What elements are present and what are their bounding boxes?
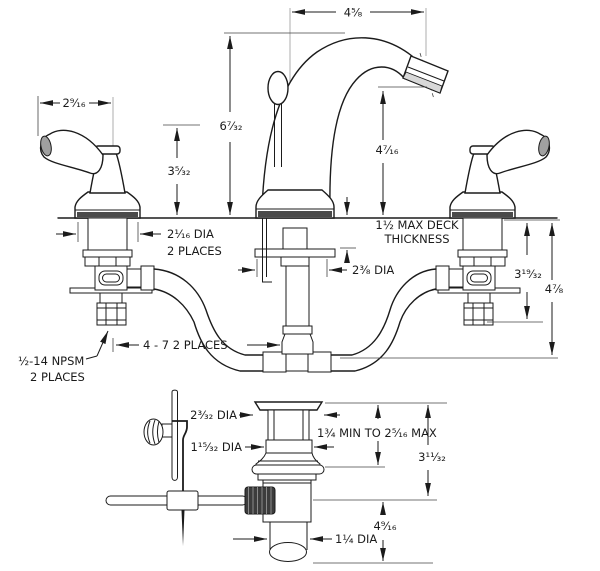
right-handle-lever [486,129,551,175]
dim-label-tailpiece-dia: 1¼ DIA [335,532,377,546]
left-valve-assembly [69,217,264,372]
dim-label-below-deck-depth: 4⁷⁄₈ [545,282,564,296]
dim-shank-length: 3¹⁹⁄₃₂ [487,219,560,323]
dim-hose-length: 4 - 7 2 PLACES [112,338,280,352]
lift-rod-knob [143,418,164,446]
left-supply-hose [153,268,264,356]
dim-drain-body-length: 3¹¹⁄₃₂ [313,405,446,501]
dim-label-drain-deck-range: 1¾ MIN TO 2⁵⁄₁₆ MAX [317,426,437,440]
left-handle [39,129,141,219]
spout-base-band [258,211,332,217]
dim-label-outlet-height: 4⁷⁄₁₆ [375,143,398,157]
note-label-deck-max-2: THICKNESS [383,232,449,246]
dim-label-tailpiece-length: 4⁹⁄₁₆ [373,519,396,533]
note-label-supply-thread-1: ½-14 NPSM [18,354,84,368]
pop-up-rod-below-deck [262,218,272,283]
dim-label-handle-reach: 2⁹⁄₁₆ [62,96,85,110]
dim-label-drain-body-length: 3¹¹⁄₃₂ [418,450,446,464]
right-valve-assembly [330,217,521,372]
left-lever-tip-cap [40,135,52,157]
dim-drain-deck-range: 1¾ MIN TO 2⁵⁄₁₆ MAX [317,402,447,468]
drain-gasket [251,464,325,475]
note-supply-thread: ½-14 NPSM 2 PLACES [18,330,109,384]
dim-label-shank-hole-dia-1: 2¹⁄₁₆ DIA [167,227,214,241]
spout-gooseneck [261,37,413,210]
dim-label-shank-hole-dia-2: 2 PLACES [167,244,222,258]
dim-label-spout-height: 6⁷⁄₃₂ [219,119,242,133]
dim-label-hose-length: 4 - 7 2 PLACES [143,338,228,352]
dim-spout-spread: 4⁵⁄₈ [292,6,424,20]
lift-rod-strap [172,420,188,491]
dim-shank-hole-dia: 2¹⁄₁₆ DIA 2 PLACES [56,222,222,258]
right-lever-tip-cap [538,135,550,157]
left-handle-lever [39,129,104,175]
drain-flange [253,401,324,411]
note-label-supply-thread-2: 2 PLACES [30,370,85,384]
pivot-rod-lower [181,510,185,546]
dim-label-drain-thread-dia: 1¹⁵⁄₃₂ DIA [191,440,243,454]
dim-label-spout-base-dia: 2³⁄₈ DIA [352,263,394,277]
lift-rod-knob-top [267,70,289,106]
right-handle-base-band [452,212,513,217]
note-deck-thickness: 1½ MAX DECK THICKNESS [340,197,459,263]
left-npsm-fitting [96,302,127,326]
spout [255,37,449,219]
dim-handle-reach: 2⁹⁄₁₆ [37,96,111,136]
tailpiece-break [269,542,307,562]
right-handle [449,129,551,219]
left-handle-base-band [77,212,138,217]
dim-spout-base-dia: 2³⁄₈ DIA [238,259,394,277]
dim-spout-height: 6⁷⁄₃₂ [219,32,345,215]
dim-label-shank-length: 3¹⁹⁄₃₂ [514,267,542,281]
drain-threads [265,439,313,454]
dim-drain-thread-dia: 1¹⁵⁄₃₂ DIA [191,440,334,454]
pivot-block [166,490,199,511]
center-tee-assembly [254,218,336,373]
right-supply-hose [330,268,437,356]
tee-body [281,333,314,355]
dim-label-drain-flange-dia: 2³⁄₃₂ DIA [190,408,237,422]
dim-handle-height: 3⁵⁄₃₂ [163,124,200,215]
aerator [402,71,443,94]
dim-label-spout-spread: 4⁵⁄₈ [344,6,363,20]
dim-tailpiece-dia: 1¼ DIA [233,532,377,546]
drain-assembly [105,401,325,562]
pivot-nut [244,486,276,515]
dim-below-deck-depth: 4⁷⁄₈ [340,223,564,359]
dim-drain-flange-dia: 2³⁄₃₂ DIA [190,408,340,422]
lift-rod-assembly [143,389,199,546]
dim-tailpiece-length: 4⁹⁄₁₆ [313,502,433,564]
dim-label-handle-height: 3⁵⁄₃₂ [167,164,190,178]
note-label-deck-max-1: 1½ MAX DECK [375,218,459,232]
dim-outlet-height: 4⁷⁄₁₆ [375,86,427,215]
